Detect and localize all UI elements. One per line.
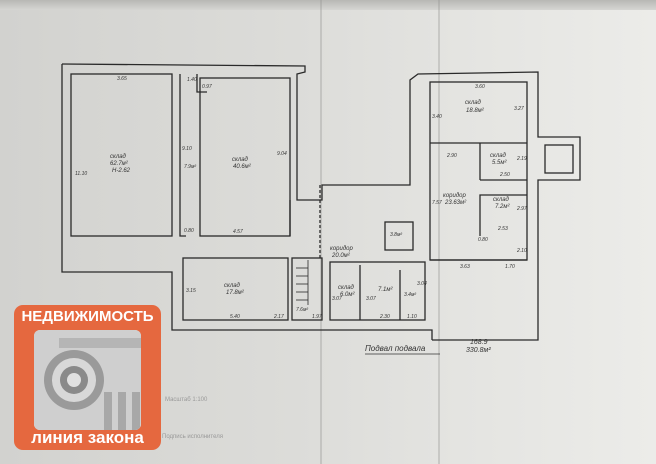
room-label: склад	[493, 197, 510, 203]
signature-label: Подпись исполнителя	[162, 434, 223, 440]
room-area: 5.5м²	[492, 160, 507, 166]
dimension: 3.04	[417, 281, 427, 287]
dimension: 9.04	[277, 151, 287, 157]
dimension: 2.10	[516, 248, 527, 254]
room-label: коридор	[330, 246, 353, 252]
room-area: 23.63м²	[444, 200, 467, 206]
dimension: 5.40	[230, 314, 240, 320]
dimension: 3.15	[186, 288, 196, 294]
room-area: 3.4м²	[404, 292, 416, 298]
logo-bottom-text: линия закона	[31, 428, 144, 447]
dimension: 7.57	[432, 200, 442, 206]
logo-top-text: НЕДВИЖИМОСТЬ	[21, 308, 154, 325]
dimension: 3.27	[514, 106, 524, 112]
dimension: 3.60	[475, 84, 485, 90]
room-area: 17.8м²	[226, 290, 245, 296]
dimension: 4.57	[233, 229, 243, 235]
room-height: H-2.62	[112, 168, 131, 174]
room-area: 7.9м²	[184, 164, 196, 170]
dimension: 2.17	[273, 314, 284, 320]
dimension: 0.80	[478, 237, 488, 243]
room-area: 6.0м²	[340, 292, 355, 298]
dimension: 2.90	[446, 153, 457, 159]
plan-caption: Подвал подвала	[365, 344, 426, 353]
column-capital-image	[34, 330, 141, 430]
paper-edge	[0, 0, 656, 10]
dimension: 1.40	[187, 77, 197, 83]
dimension: 2.50	[499, 172, 510, 178]
dimension: 3.63	[460, 264, 470, 270]
room-area: 7.1м²	[378, 287, 393, 293]
room-area: 7.6м²	[296, 307, 308, 313]
room-label: склад	[490, 153, 507, 159]
dimension: 11.10	[75, 171, 87, 177]
total-area: 330.8м²	[466, 347, 491, 354]
dimension: 3.07	[332, 296, 342, 302]
scale-label: Масштаб 1:100	[165, 397, 208, 403]
dimension: 3.07	[366, 296, 376, 302]
dimension: 0.97	[202, 84, 212, 90]
dimension: 2.97	[516, 206, 527, 212]
dimension: 2.53	[497, 226, 508, 232]
room-label: коридор	[443, 193, 466, 199]
paper-fold	[320, 0, 322, 464]
dimension: 1.97	[312, 314, 322, 320]
dimension: 2.30	[379, 314, 390, 320]
paper-fold	[438, 0, 440, 464]
dimension: 2.19	[516, 156, 527, 162]
room-area: 20.0м²	[331, 253, 351, 259]
dimension: 3.65	[117, 76, 127, 82]
dimension: 3.40	[432, 114, 442, 120]
room-area: 7.2м²	[495, 204, 510, 210]
watermark-logo: НЕДВИЖИМОСТЬ линия закона	[14, 305, 161, 450]
dimension: 1.10	[407, 314, 417, 320]
dimension: 9.10	[182, 146, 192, 152]
total-area: 168.9	[470, 339, 488, 346]
room-area: 62.7м²	[110, 161, 129, 167]
room-area: 3.8м²	[390, 232, 402, 238]
room-area: 18.8м²	[466, 108, 485, 114]
dimension: 0.80	[184, 228, 194, 234]
room-label: склад	[224, 283, 241, 289]
room-label: склад	[232, 157, 249, 163]
room-label: склад	[338, 285, 355, 291]
room-label: склад	[110, 154, 127, 160]
room-label: склад	[465, 100, 482, 106]
room-area: 40.6м²	[233, 164, 252, 170]
dimension: 1.70	[505, 264, 515, 270]
